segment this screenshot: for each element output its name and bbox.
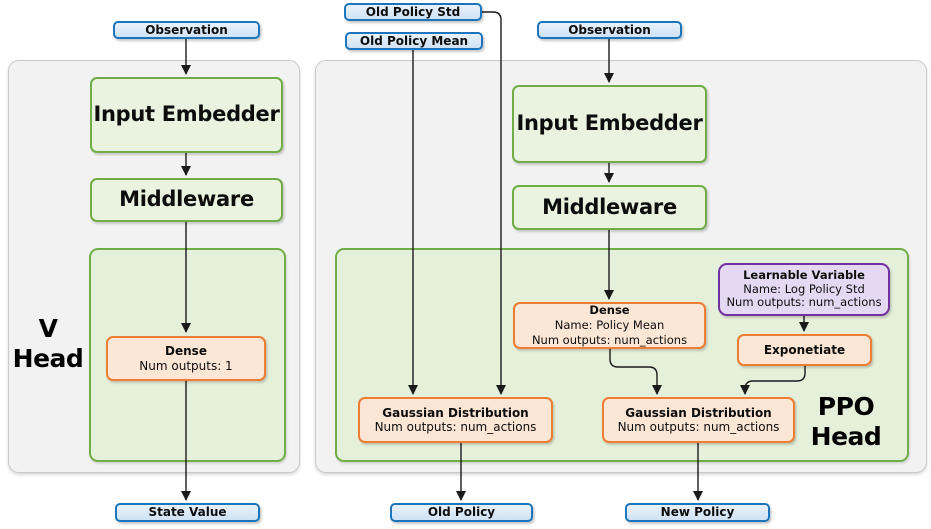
state-value-output-label: State Value bbox=[148, 505, 227, 520]
dense-v-block: Dense Num outputs: 1 bbox=[106, 336, 266, 381]
new-policy-output: New Policy bbox=[625, 503, 770, 522]
gaussian-distribution-new-block: Gaussian Distribution Num outputs: num_a… bbox=[602, 397, 795, 443]
learnable-variable-title: Learnable Variable bbox=[743, 267, 865, 282]
ppo-head-label-line2: Head bbox=[810, 422, 882, 451]
observation-input-ppo: Observation bbox=[537, 21, 682, 39]
dense-ppo-num-outputs: Num outputs: num_actions bbox=[531, 332, 688, 347]
old-policy-mean-input-label: Old Policy Mean bbox=[359, 33, 469, 48]
observation-input-ppo-label: Observation bbox=[568, 22, 651, 37]
old-policy-mean-input: Old Policy Mean bbox=[345, 32, 483, 50]
dense-ppo-block: Dense Name: Policy Mean Num outputs: num… bbox=[513, 302, 706, 349]
new-policy-output-label: New Policy bbox=[660, 505, 735, 520]
v-head-label-line2: Head bbox=[12, 344, 84, 373]
gaussian-old-title: Gaussian Distribution bbox=[382, 405, 529, 420]
input-embedder-ppo-label: Input Embedder bbox=[516, 111, 703, 136]
learnable-variable-num-outputs: Num outputs: num_actions bbox=[726, 295, 882, 310]
gaussian-new-num-outputs: Num outputs: num_actions bbox=[617, 420, 780, 434]
input-embedder-v: Input Embedder bbox=[90, 77, 283, 153]
input-embedder-v-label: Input Embedder bbox=[93, 102, 280, 127]
learnable-variable-name: Name: Log Policy Std bbox=[743, 281, 865, 296]
arrow-dense-to-gaussian-new bbox=[609, 349, 662, 395]
old-policy-output: Old Policy bbox=[390, 503, 533, 522]
dense-v-num-outputs: Num outputs: 1 bbox=[139, 358, 233, 373]
dense-ppo-name: Name: Policy Mean bbox=[554, 318, 665, 333]
v-head-label-line1: V bbox=[38, 314, 58, 343]
input-embedder-ppo: Input Embedder bbox=[512, 85, 707, 163]
exponetiate-block: Exponetiate bbox=[737, 334, 872, 366]
observation-input-v: Observation bbox=[113, 21, 260, 39]
old-policy-std-input-label: Old Policy Std bbox=[365, 4, 461, 19]
middleware-ppo-label: Middleware bbox=[542, 194, 677, 219]
middleware-v-label: Middleware bbox=[119, 187, 254, 212]
observation-input-v-label: Observation bbox=[145, 22, 228, 37]
old-policy-std-input: Old Policy Std bbox=[344, 3, 482, 21]
learnable-variable-block: Learnable Variable Name: Log Policy Std … bbox=[718, 263, 890, 316]
ppo-head-label-line1: PPO bbox=[817, 392, 875, 421]
arrow-exponetiate-to-gaussian-new bbox=[740, 366, 806, 395]
v-head-label: V Head bbox=[8, 314, 88, 374]
dense-v-title: Dense bbox=[165, 344, 207, 359]
gaussian-new-title: Gaussian Distribution bbox=[625, 405, 772, 420]
gaussian-old-num-outputs: Num outputs: num_actions bbox=[374, 420, 537, 434]
ppo-head-label: PPO Head bbox=[800, 392, 892, 452]
old-policy-output-label: Old Policy bbox=[427, 505, 496, 520]
gaussian-distribution-old-block: Gaussian Distribution Num outputs: num_a… bbox=[358, 397, 553, 443]
middleware-v: Middleware bbox=[90, 178, 283, 222]
middleware-ppo: Middleware bbox=[512, 185, 707, 230]
arrow-old-policy-std-to-gaussian-old bbox=[482, 11, 506, 395]
exponetiate-title: Exponetiate bbox=[763, 342, 846, 357]
state-value-output: State Value bbox=[115, 503, 260, 522]
dense-ppo-title: Dense bbox=[589, 303, 630, 318]
